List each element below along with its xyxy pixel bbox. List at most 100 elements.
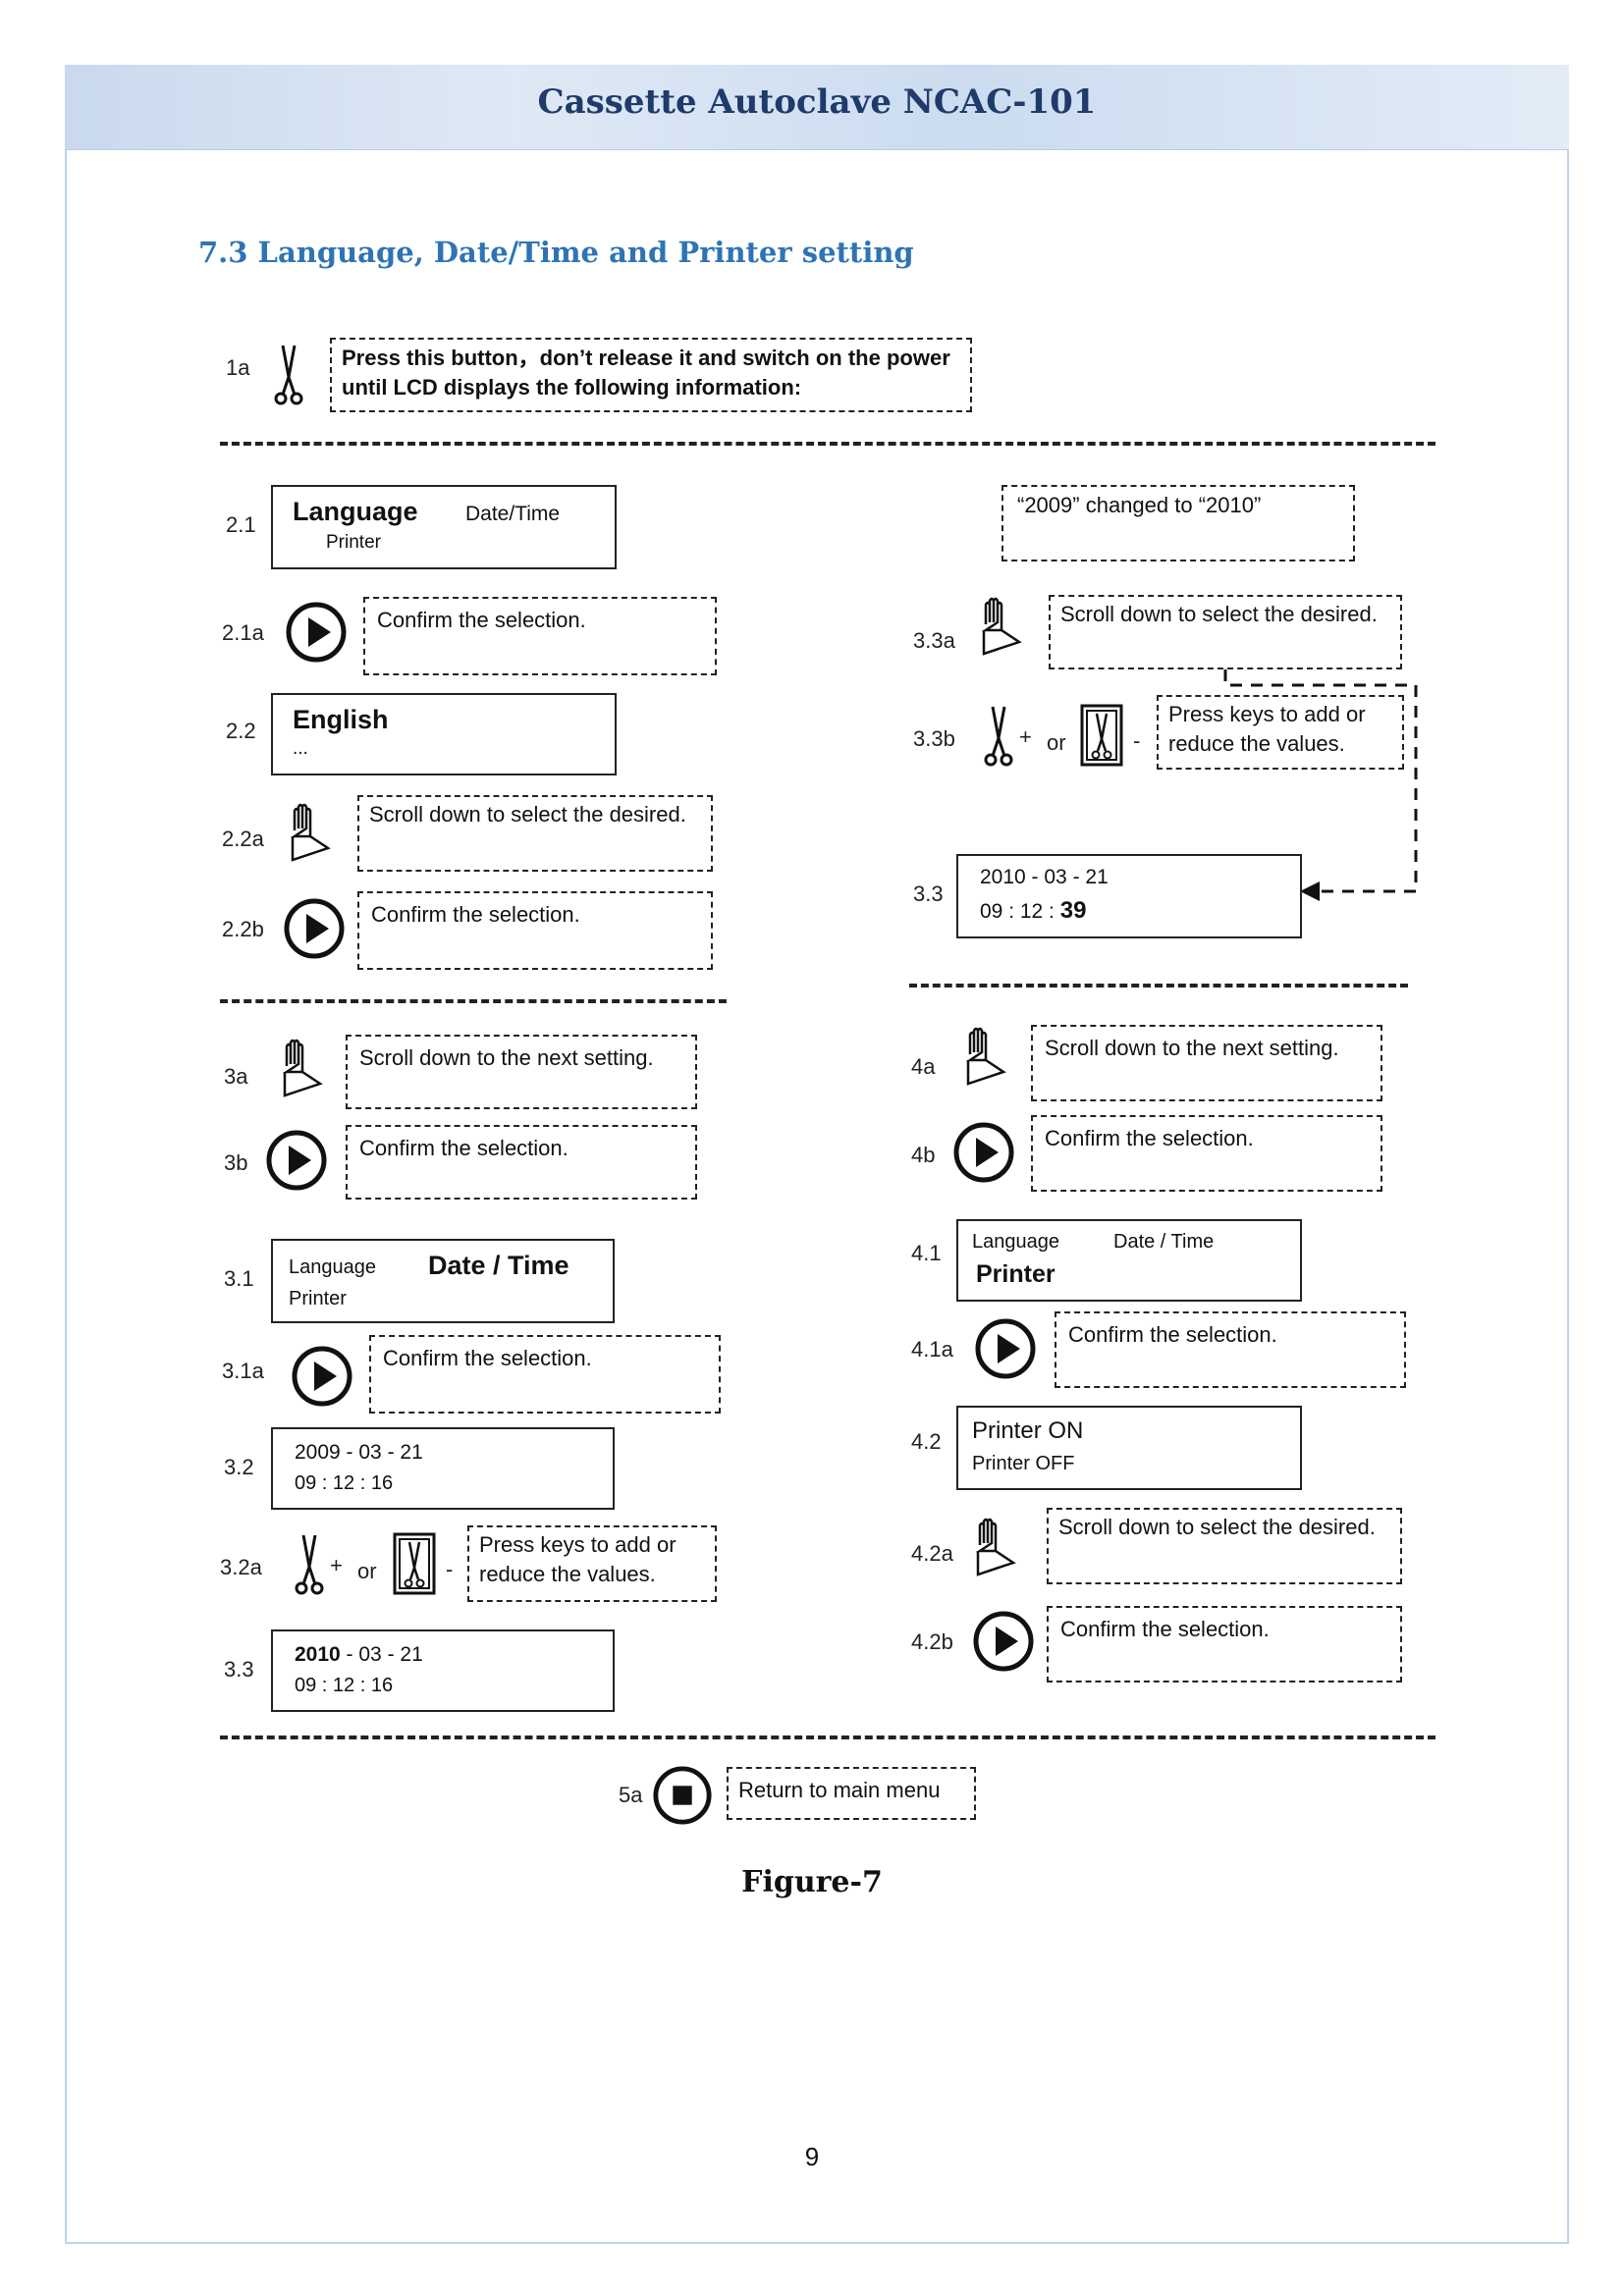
step-label-4-1a: 4.1a [911,1337,953,1362]
play-confirm-icon [285,601,348,664]
step-1a-instruction: Press this button，don’t release it and s… [330,338,972,412]
lcd-display-4-2: Printer ON Printer OFF [956,1406,1302,1490]
step-label-4-2: 4.2 [911,1429,942,1454]
lcd-datetime: Date / Time [1113,1231,1215,1253]
loop-arrow [1223,669,1418,901]
lcd-datetime: Date/Time [465,503,561,525]
lcd-display-4-1: Language Date / Time Printer [956,1219,1302,1302]
step-label-3-2a: 3.2a [220,1555,262,1579]
lcd-display-2-2: English ... [271,693,617,775]
lcd-printer-off: Printer OFF [972,1453,1075,1474]
step-label-3-3a: 3.3a [913,628,955,653]
or-text: or [357,1559,377,1583]
play-confirm-icon [974,1317,1037,1380]
lcd-date-line: 2010 - 03 - 21 [980,866,1109,888]
step-label-2-2: 2.2 [226,719,256,743]
step-3-3a-instruction: Scroll down to select the desired. [1049,595,1402,669]
lcd-printer-on: Printer ON [972,1417,1084,1444]
lcd-time-line: 09 : 12 : 16 [295,1675,394,1696]
step-label-2-2a: 2.2a [222,827,264,851]
step-2-2b-instruction: Confirm the selection. [357,891,713,970]
lcd-printer: Printer [326,532,381,553]
step-label-2-2b: 2.2b [222,917,264,941]
hand-scroll-icon [283,801,332,864]
play-confirm-icon [952,1121,1015,1184]
lcd-display-2-1: Language Date/Time Printer [271,485,617,569]
figure-caption: Figure-7 [741,1865,883,1899]
step-label-4-1: 4.1 [911,1241,942,1265]
document-title: Cassette Autoclave NCAC-101 [537,82,1097,122]
lcd-display-3-3-result: 2010 - 03 - 21 09 : 12 : 39 [956,854,1302,938]
lcd-display-3-3: 2010 - 03 - 21 09 : 12 : 16 [271,1629,615,1712]
lcd-printer: Printer [289,1288,347,1309]
step-3-3b-instruction: Press keys to add or reduce the values. [1157,695,1404,770]
lcd-english: English [293,705,389,734]
step-3-2a-instruction: Press keys to add or reduce the values. [467,1525,717,1602]
step-4-1a-instruction: Confirm the selection. [1055,1311,1406,1388]
hand-scroll-icon [974,595,1023,658]
door-key-icon [393,1531,436,1596]
step-label-3-3-result: 3.3 [913,881,944,906]
step-4-2a-instruction: Scroll down to select the desired. [1047,1508,1402,1584]
step-label-3-3b: 3.3b [913,726,955,751]
step-label-2-1a: 2.1a [222,620,264,645]
lcd-time-rest: 09 : 12 : [980,900,1060,923]
step-4-2b-instruction: Confirm the selection. [1047,1606,1402,1682]
step-label-4b: 4b [911,1143,936,1167]
step-label-2-1: 2.1 [226,512,256,537]
play-confirm-icon [291,1345,353,1408]
section-heading: 7.3 Language, Date/Time and Printer sett… [198,236,914,269]
step-4b-instruction: Confirm the selection. [1031,1115,1382,1192]
lcd-date-rest: - 03 - 21 [340,1643,423,1666]
step-2-1a-instruction: Confirm the selection. [363,597,717,675]
lcd-date-line: 2009 - 03 - 21 [295,1441,423,1464]
minus-sign: - [446,1557,454,1581]
lcd-display-3-1: Language Date / Time Printer [271,1239,615,1323]
lcd-language: Language [289,1256,376,1278]
lcd-time-line: 09 : 12 : 16 [295,1472,394,1494]
step-label-4a: 4a [911,1054,936,1079]
lcd-changed-year: 2010 [295,1643,341,1666]
step-3a-instruction: Scroll down to the next setting. [346,1035,697,1109]
section-divider [220,442,1435,446]
step-5a-instruction: Return to main menu [727,1767,976,1820]
step-3-1a-instruction: Confirm the selection. [369,1335,721,1414]
step-label-1a: 1a [226,355,250,380]
step-2-2a-instruction: Scroll down to select the desired. [357,795,713,872]
step-label-3-2: 3.2 [224,1455,254,1479]
lcd-language: Language [972,1231,1059,1253]
lcd-date-line: 2010 - 03 - 21 [295,1643,423,1667]
stop-icon [652,1765,713,1826]
plus-sign: + [330,1553,343,1577]
or-text: or [1047,730,1066,755]
page-number: 9 [804,2142,820,2171]
scissors-key-icon [982,705,1015,768]
play-confirm-icon [283,897,346,960]
scissors-key-icon [293,1533,326,1596]
lcd-changed-seconds: 39 [1059,897,1087,924]
step-label-3b: 3b [224,1150,248,1175]
section-divider [909,984,1408,988]
hand-scroll-icon [275,1037,324,1099]
step-label-3-1a: 3.1a [222,1359,264,1383]
step-label-4-2b: 4.2b [911,1629,953,1654]
hand-scroll-icon [958,1025,1007,1088]
lcd-printer: Printer [976,1260,1056,1288]
step-label-5a: 5a [619,1783,643,1807]
plus-sign: + [1019,724,1032,749]
step-4a-instruction: Scroll down to the next setting. [1031,1025,1382,1101]
lcd-display-3-2: 2009 - 03 - 21 09 : 12 : 16 [271,1427,615,1510]
play-confirm-icon [972,1610,1035,1673]
step-label-3-1: 3.1 [224,1266,254,1291]
year-change-note: “2009” changed to “2010” [1001,485,1355,561]
section-divider [220,999,727,1003]
step-label-3a: 3a [224,1064,248,1089]
lcd-ellipsis: ... [293,738,308,759]
lcd-language: Language [293,497,418,526]
section-divider [220,1735,1435,1739]
lcd-time-line: 09 : 12 : 39 [980,897,1086,925]
door-key-icon [1080,703,1123,768]
scissors-key-icon [271,344,306,406]
play-confirm-icon [265,1129,328,1192]
